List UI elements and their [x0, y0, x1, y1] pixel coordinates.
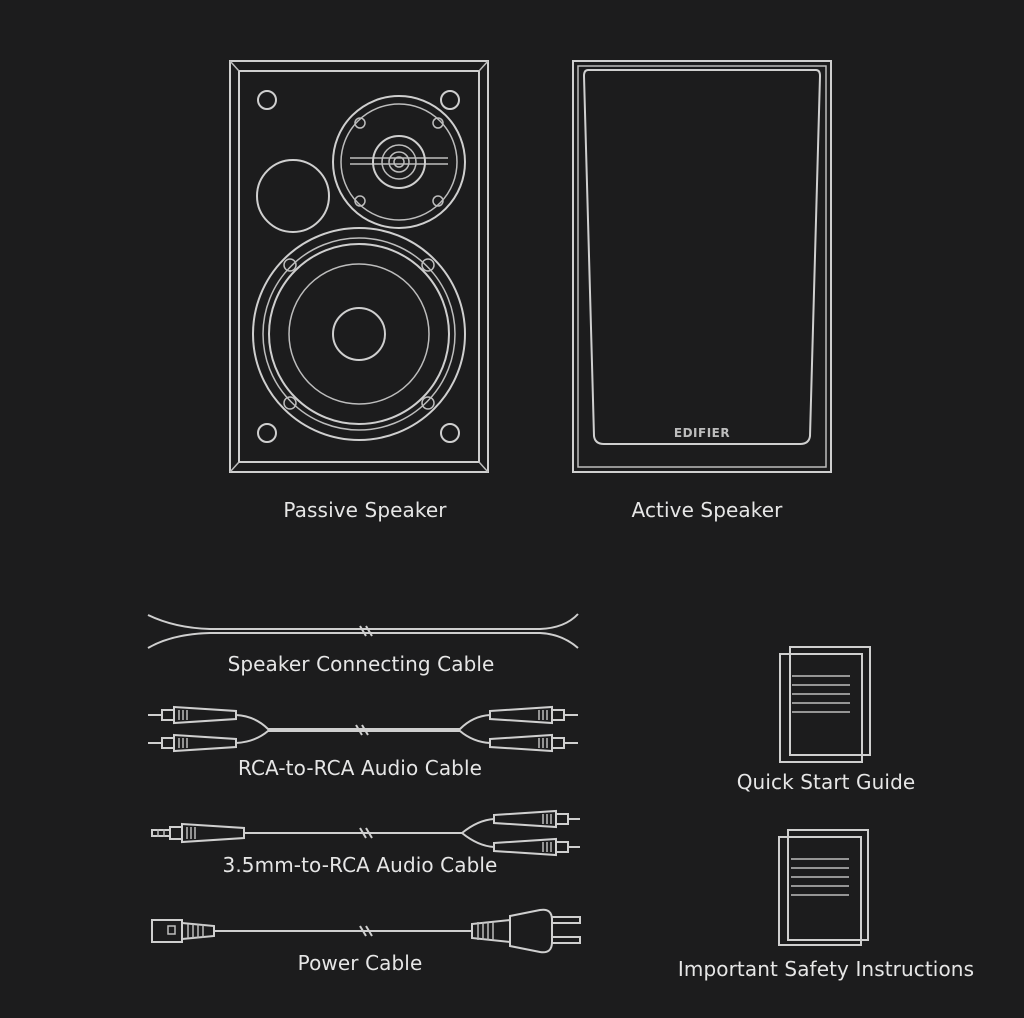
edifier-logo: EDIFIER [673, 426, 731, 440]
35mm-to-rca-cable-drawing [151, 809, 580, 857]
speaker-connecting-cable-drawing [147, 613, 579, 649]
quick-start-guide-drawing [779, 646, 871, 763]
active-speaker-drawing [572, 60, 832, 473]
rca-to-rca-cable-drawing [148, 705, 578, 753]
safety-instructions-drawing [778, 829, 869, 946]
35mm-to-rca-cable-label: 3.5mm-to-RCA Audio Cable [222, 853, 498, 877]
quick-start-guide-label: Quick Start Guide [736, 770, 916, 794]
safety-instructions-label: Important Safety Instructions [677, 957, 975, 981]
power-cable-drawing [151, 908, 581, 954]
rca-to-rca-cable-label: RCA-to-RCA Audio Cable [237, 756, 483, 780]
woofer [252, 227, 466, 441]
passive-speaker-label: Passive Speaker [283, 498, 447, 522]
passive-speaker-drawing [229, 60, 489, 473]
power-cable-label: Power Cable [297, 951, 423, 975]
active-speaker-label: Active Speaker [631, 498, 783, 522]
speaker-connecting-cable-label: Speaker Connecting Cable [227, 652, 495, 676]
tweeter [332, 95, 466, 229]
